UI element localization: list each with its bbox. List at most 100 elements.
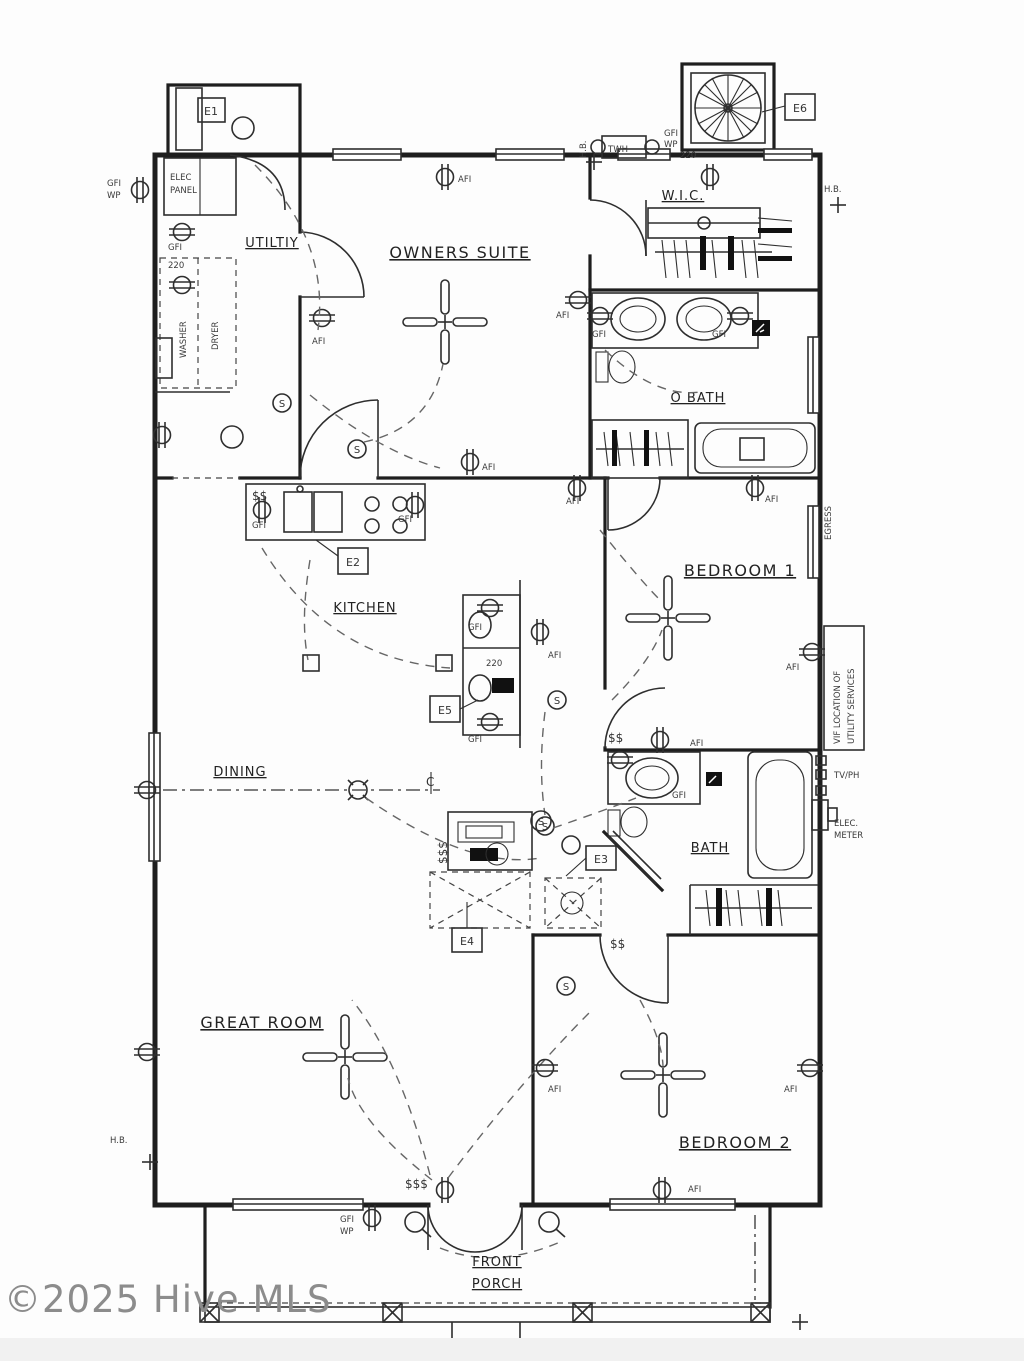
- switch3-bedroom1: $$: [608, 731, 623, 745]
- svg-text:S: S: [542, 822, 548, 833]
- elec-panel-label-1: ELEC: [170, 173, 191, 183]
- gfi-label-ext-left: GFI: [107, 179, 121, 189]
- gfi-label-ac: GFI: [664, 129, 678, 139]
- obath-closet: [591, 419, 689, 479]
- utility-room: E1 ELEC PANEL GFI 220 WASHER DRYER S: [152, 87, 292, 449]
- afi-label-b1-top: AFI: [765, 495, 778, 505]
- tvph-label: TV/PH: [833, 771, 859, 781]
- bath-exhaust-fan-icon: [706, 772, 722, 786]
- tag-e4: E4: [451, 902, 483, 953]
- svg-text:S: S: [563, 982, 569, 993]
- tag-e3-label: E3: [594, 853, 608, 866]
- afi-label-os-right: AFI: [556, 311, 569, 321]
- tag-e6: E6: [784, 93, 816, 121]
- kitchen-counter: [245, 483, 426, 541]
- gfi-label-kitchen-left: GFI: [252, 521, 266, 531]
- tvph-connection: [815, 755, 827, 796]
- tag-e5: E5: [429, 695, 479, 723]
- hb-label-top-right: H.B.: [824, 185, 841, 195]
- gfi-label-kitchen-right: GFI: [398, 515, 412, 525]
- v220-label-utility: 220: [168, 261, 184, 271]
- gfi-label-bath: GFI: [672, 791, 686, 801]
- porch-light-icon: [538, 1211, 566, 1238]
- svg-text:S: S: [554, 696, 560, 707]
- porch-light-icon: [404, 1211, 432, 1238]
- tag-e3: E3: [565, 845, 617, 877]
- room-label-great-room: GREAT ROOM: [200, 1013, 323, 1032]
- front-porch: [199, 1203, 809, 1345]
- gfi-label-obath-right: GFI: [712, 330, 726, 340]
- room-label-wic: W.I.C.: [662, 189, 705, 204]
- afi-label-b2-bottom: AFI: [688, 1185, 701, 1195]
- egress-label: EGRESS: [824, 506, 834, 540]
- switch3-kitchen: $$: [252, 489, 267, 503]
- ceiling-fan-bedroom1: [625, 575, 711, 661]
- room-label-dining: DINING: [213, 765, 266, 780]
- gfi-label-porch: GFI: [340, 1215, 354, 1225]
- afi-label-hall: AFI: [548, 651, 561, 661]
- electric-meter: [811, 799, 838, 831]
- twh-label: TWH: [607, 145, 628, 155]
- hb-label-bottom-left: H.B.: [110, 1136, 127, 1146]
- washer-label: WASHER: [179, 321, 189, 358]
- afi-label-b1-right: AFI: [786, 663, 799, 673]
- afi-label-b2-right: AFI: [784, 1085, 797, 1095]
- gfi-label-strip-bottom: GFI: [468, 735, 482, 745]
- afi-label-os-top: AFI: [458, 175, 471, 185]
- vif-note-line2: UTILITY SERVICES: [847, 669, 857, 744]
- gfi-label-obath-left: GFI: [592, 330, 606, 340]
- tag-e5-label: E5: [438, 704, 452, 717]
- doors: [229, 154, 669, 1253]
- ac-condenser-fan-icon: [694, 74, 786, 142]
- tag-e2-label: E2: [346, 556, 360, 569]
- switch-mech: S: [538, 817, 544, 828]
- switch-utility: S: [272, 393, 292, 413]
- dryer-label: DRYER: [211, 322, 221, 350]
- room-label-kitchen: KITCHEN: [333, 601, 396, 616]
- switch-bath-hall: S: [535, 816, 555, 836]
- afi-label-b2-left: AFI: [548, 1085, 561, 1095]
- switch-owners: S: [347, 439, 367, 459]
- room-label-bedroom1: BEDROOM 1: [684, 561, 796, 580]
- switch3b-entry: $$$: [405, 1177, 428, 1191]
- bedroom2-closet: [695, 888, 812, 927]
- room-label-front-porch-1: FRONT: [472, 1255, 521, 1270]
- elec-meter-label-2: METER: [834, 831, 863, 841]
- ceiling-fan-owners-suite: [402, 279, 488, 365]
- afi-label-b1-bottom: AFI: [690, 739, 703, 749]
- vif-note-line1: VIF LOCATION OF: [833, 671, 843, 744]
- tag-e1-label: E1: [204, 105, 218, 118]
- hb-label-top-center: H.B.: [579, 141, 589, 158]
- gfi-label-strip-top: GFI: [468, 623, 482, 633]
- tag-e4-label: E4: [460, 935, 474, 948]
- ceiling-fan-bedroom2: [620, 1032, 706, 1118]
- svg-text:S: S: [354, 445, 360, 456]
- room-label-obath: O BATH: [671, 391, 726, 406]
- vif-note: VIF LOCATION OF UTILITY SERVICES: [823, 625, 865, 751]
- bath-toilet: [607, 806, 648, 838]
- porch-posts: [199, 1302, 771, 1323]
- room-label-front-porch-2: PORCH: [472, 1277, 522, 1292]
- centerline-symbol: C: [426, 772, 434, 794]
- svg-text:S: S: [279, 399, 285, 410]
- bottom-strip: [0, 1338, 1024, 1361]
- tankless-water-heater: TWH: [590, 135, 660, 159]
- windows: [148, 148, 820, 1211]
- tag-e2: E2: [315, 539, 369, 575]
- switch3-bedroom2-door: $$: [610, 937, 625, 951]
- switch-hall: S: [547, 690, 567, 710]
- ac-condenser-pad: [680, 62, 776, 152]
- elec-panel-label-2: PANEL: [170, 186, 197, 196]
- afi-label-b1-hall: AFI: [566, 497, 579, 507]
- mechanical-cluster: S $$$: [429, 810, 602, 929]
- obath-exhaust-fan-icon: [752, 320, 770, 336]
- afi-label-os-left: AFI: [312, 337, 325, 347]
- switch3b-mech: $$$: [436, 841, 450, 864]
- afi-label-os-bottom: AFI: [482, 463, 495, 473]
- wic-shelving: [647, 207, 793, 279]
- svg-text:C: C: [426, 775, 434, 789]
- tag-e1: E1: [197, 97, 226, 123]
- wp-label-porch: WP: [340, 1227, 354, 1237]
